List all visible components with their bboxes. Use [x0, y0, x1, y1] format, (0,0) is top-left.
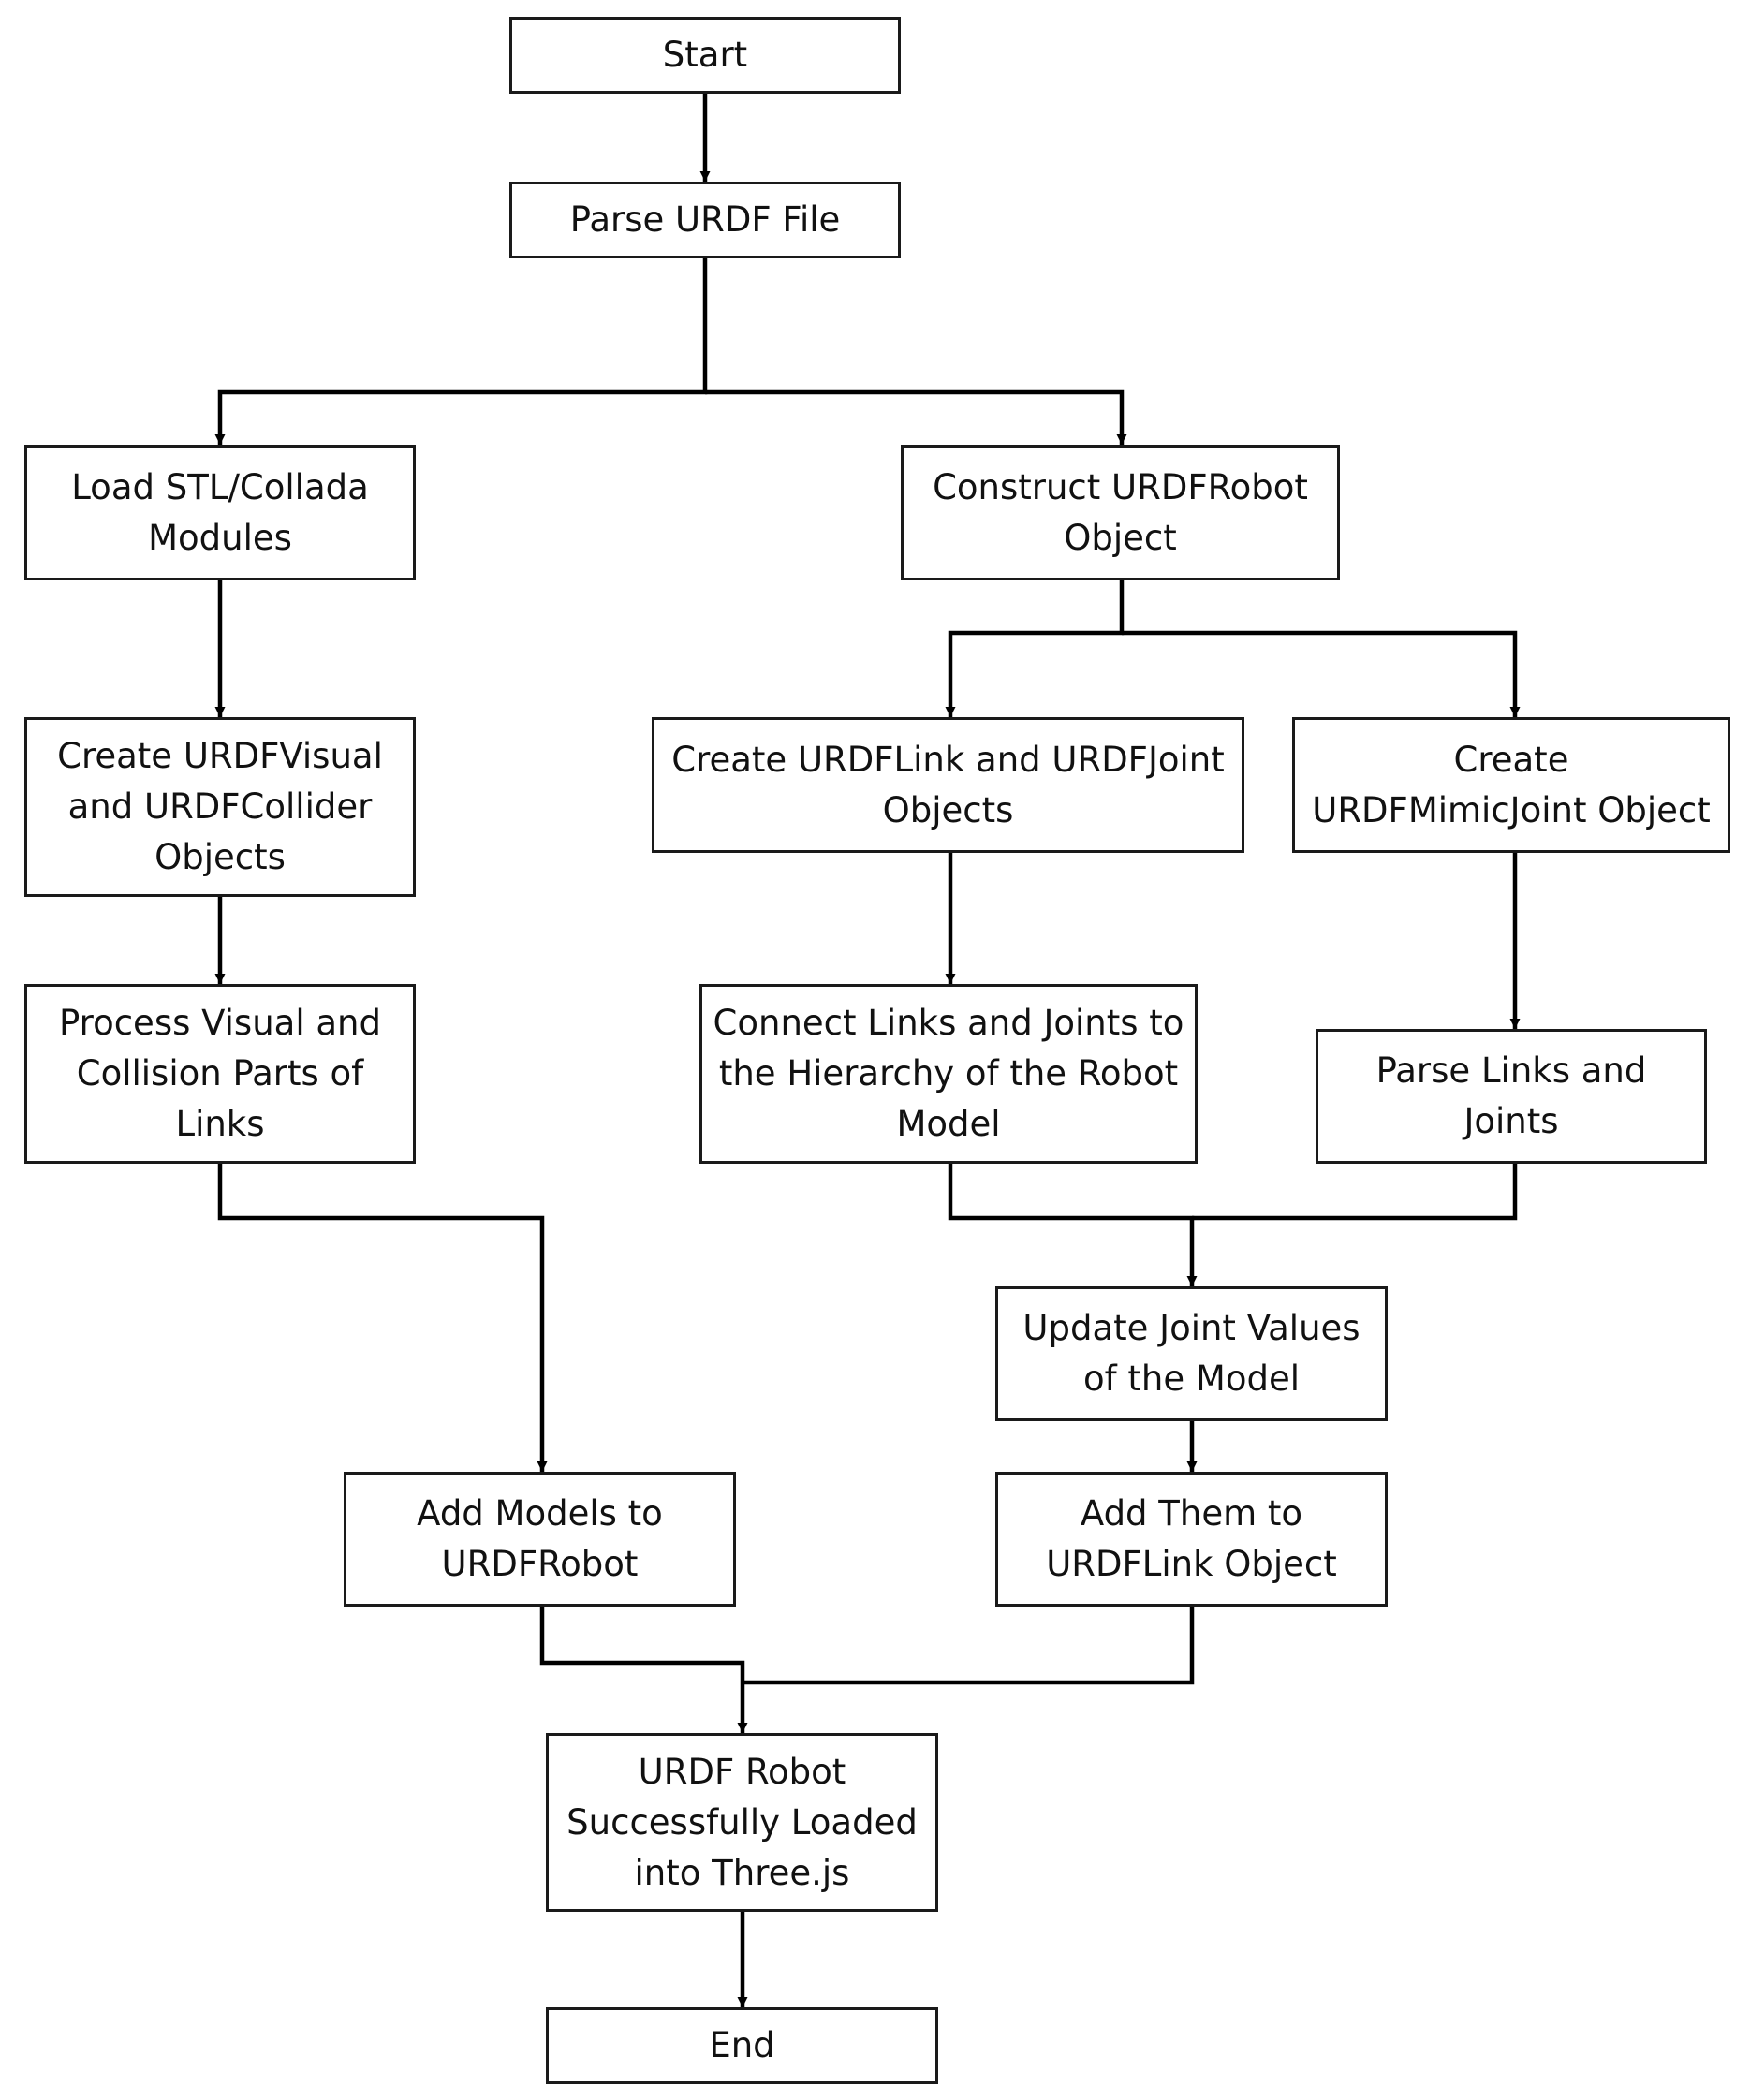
edge-add-them-merge	[743, 1607, 1195, 1685]
edge-construct-to-create-link	[945, 580, 1125, 717]
edge-parse-to-construct	[705, 389, 1127, 445]
edge-process-to-add-models	[217, 1164, 548, 1472]
edge-connect-to-update	[948, 1164, 1198, 1286]
node-add-models-to-urdfrobot: Add Models to URDFRobot	[344, 1472, 736, 1607]
edge-parse-to-load-stl	[214, 258, 708, 445]
node-end: End	[546, 2007, 938, 2084]
node-create-urdflink-urdfjoint: Create URDFLink and URDFJoint Objects	[652, 717, 1244, 853]
node-connect-links-joints: Connect Links and Joints to the Hierarch…	[699, 984, 1198, 1164]
node-robot-loaded: URDF Robot Successfully Loaded into Thre…	[546, 1733, 938, 1912]
node-add-them-to-urdflink: Add Them to URDFLink Object	[995, 1472, 1388, 1607]
node-construct-urdfrobot-object: Construct URDFRobot Object	[901, 445, 1340, 580]
node-process-visual-collision: Process Visual and Collision Parts of Li…	[24, 984, 416, 1164]
node-start: Start	[509, 17, 901, 94]
node-create-urdfmimicjoint: Create URDFMimicJoint Object	[1292, 717, 1730, 853]
node-load-stl-collada-modules: Load STL/Collada Modules	[24, 445, 416, 580]
edge-parse-links-merge	[1192, 1164, 1518, 1221]
edge-construct-to-create-mimic	[1122, 630, 1521, 717]
node-update-joint-values: Update Joint Values of the Model	[995, 1286, 1388, 1421]
node-create-urdfvisual-urdfcollider: Create URDFVisual and URDFCollider Objec…	[24, 717, 416, 897]
node-parse-links-joints: Parse Links and Joints	[1316, 1029, 1707, 1164]
edge-add-models-to-loaded	[539, 1607, 748, 1733]
node-parse-urdf-file: Parse URDF File	[509, 182, 901, 258]
